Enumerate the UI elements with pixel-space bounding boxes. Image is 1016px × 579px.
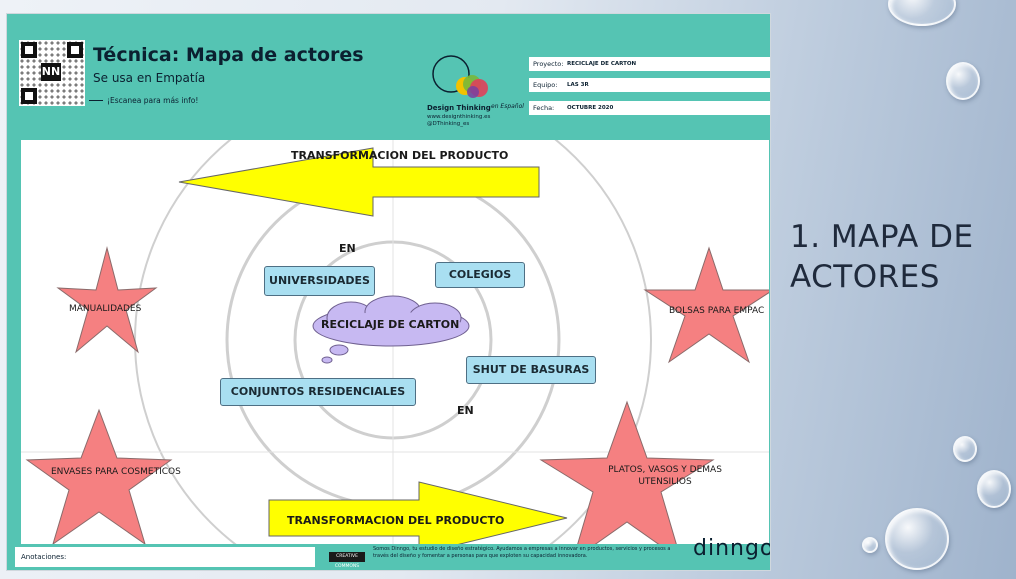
logo-tagline: en Español <box>491 103 524 110</box>
page-subtitle: Se usa en Empatía <box>93 71 206 85</box>
logo-url: www.designthinking.es <box>427 114 491 120</box>
star-manualidades <box>56 246 158 354</box>
dinngo-logo: dinngo <box>693 536 770 561</box>
annotations-field[interactable]: Anotaciones: <box>15 547 315 567</box>
top-arrow-label: TRANSFORMACION DEL PRODUCTO <box>291 149 509 162</box>
box-shut-de-basuras: SHUT DE BASURAS <box>466 356 596 384</box>
qr-badge: NN <box>41 63 61 81</box>
star-platos <box>539 400 715 544</box>
star-platos-label: PLATOS, VASOS Y DEMAS UTENSILIOS <box>608 465 722 487</box>
star-envases <box>25 408 173 544</box>
bottom-arrow-label: TRANSFORMACION DEL PRODUCTO <box>287 514 505 527</box>
water-drop-icon <box>885 508 949 570</box>
annotations-label: Anotaciones: <box>21 553 67 561</box>
water-drop-icon <box>953 436 977 462</box>
slide-side-title: 1. MAPA DE ACTORES <box>790 217 974 297</box>
water-drop-icon <box>977 470 1011 508</box>
field-equipo[interactable]: Equipo: LAS 3R <box>529 78 770 92</box>
top-transformation-arrow <box>178 147 540 217</box>
field-value: OCTUBRE 2020 <box>567 105 614 111</box>
footer-text: Somos Dinngo, tu estudio de diseño estra… <box>373 546 671 559</box>
box-conjuntos-residenciales: CONJUNTOS RESIDENCIALES <box>220 378 416 406</box>
field-value: LAS 3R <box>567 82 589 88</box>
star-manualidades-label: MANUALIDADES <box>69 304 142 314</box>
star-bolsas-label: BOLSAS PARA EMPAC <box>669 306 765 316</box>
side-title-line-1: 1. MAPA DE <box>790 219 974 255</box>
star-bolsas <box>643 246 769 364</box>
creative-commons-badge: CREATIVE COMMONS <box>329 552 365 569</box>
logo-handle: @DThinking_es <box>427 121 470 127</box>
template-card: NN Técnica: Mapa de actores Se usa en Em… <box>7 14 770 570</box>
field-label: Proyecto: <box>533 60 564 68</box>
water-drop-icon <box>862 537 878 553</box>
field-fecha[interactable]: Fecha: OCTUBRE 2020 <box>529 101 770 115</box>
logo-name: Design Thinking <box>427 104 491 112</box>
bottom-transformation-arrow <box>268 481 568 544</box>
en-label-bottom: EN <box>457 404 474 417</box>
water-drop-icon <box>888 0 956 26</box>
cloud-label: RECICLAJE DE CARTON <box>321 318 460 331</box>
field-label: Equipo: <box>533 81 558 89</box>
box-universidades: UNIVERSIDADES <box>264 266 375 296</box>
water-drop-icon <box>946 62 980 100</box>
side-title-line-2: ACTORES <box>790 259 940 295</box>
scan-note: ¡Escanea para más info! <box>107 96 199 105</box>
page-title: Técnica: Mapa de actores <box>93 44 364 66</box>
logo-links: www.designthinking.es @DThinking_es <box>427 114 490 128</box>
arrow-left-icon <box>89 100 103 101</box>
actor-map-board: TRANSFORMACION DEL PRODUCTO TRANSFORMACI… <box>21 140 769 544</box>
board-graphics <box>21 140 769 544</box>
field-label: Fecha: <box>533 104 555 112</box>
design-thinking-logo <box>432 55 488 98</box>
star-envases-label: ENVASES PARA COSMETICOS <box>51 467 181 477</box>
en-label-top: EN <box>339 242 356 255</box>
qr-code: NN <box>19 40 85 106</box>
field-value: RECICLAJE DE CARTON <box>567 61 637 67</box>
box-colegios: COLEGIOS <box>435 262 525 288</box>
field-proyecto[interactable]: Proyecto: RECICLAJE DE CARTON <box>529 57 770 71</box>
center-cloud <box>312 295 470 364</box>
